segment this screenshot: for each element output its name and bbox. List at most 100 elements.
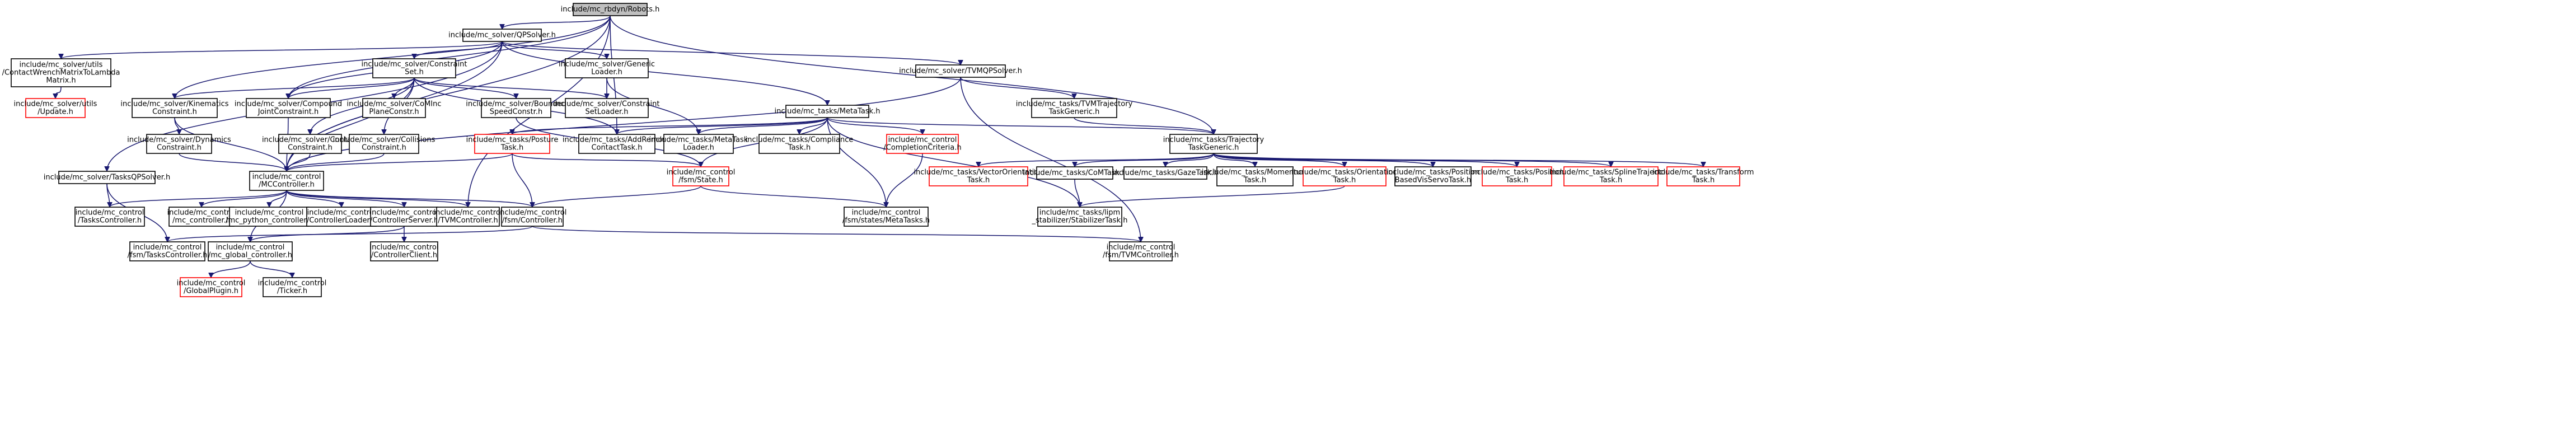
- node-box-ctrlserver[interactable]: [370, 207, 438, 227]
- node-box-splinetraj[interactable]: [1563, 166, 1659, 186]
- node-ctrlserver[interactable]: include/mc_control/ControllerServer.h: [370, 207, 439, 227]
- node-fsm_tasksctrl[interactable]: include/mc_control/fsm/TasksController.h: [128, 241, 208, 261]
- node-box-fsm_tasksctrl[interactable]: [129, 241, 205, 261]
- node-box-contactc[interactable]: [278, 134, 342, 154]
- node-box-posture[interactable]: [474, 134, 550, 154]
- node-box-taskscontroller[interactable]: [74, 207, 145, 227]
- node-box-kinematics[interactable]: [132, 98, 218, 118]
- node-compound[interactable]: include/mc_solver/CompoundJointConstrain…: [235, 98, 342, 118]
- node-box-robots[interactable]: [573, 3, 648, 16]
- node-mc_python[interactable]: include/mc_control/mc_python_controller.…: [226, 207, 313, 227]
- node-box-orientation[interactable]: [1303, 166, 1387, 186]
- node-box-csetloader[interactable]: [565, 98, 649, 118]
- node-box-ctrlloader[interactable]: [306, 207, 377, 227]
- node-fsmstate[interactable]: include/mc_control/fsm/State.h: [667, 166, 736, 186]
- node-comtask[interactable]: include/mc_tasks/CoMTask.h: [1023, 166, 1127, 180]
- node-box-compound[interactable]: [246, 98, 331, 118]
- node-box-tasksqp[interactable]: [58, 171, 156, 184]
- node-tvmtrajgeneric[interactable]: include/mc_tasks/TVMTrajectoryTaskGeneri…: [1016, 98, 1133, 118]
- node-tvmcontroller[interactable]: include/mc_control/TVMController.h: [434, 207, 503, 227]
- node-box-metatasks_state[interactable]: [844, 207, 929, 227]
- node-gaze[interactable]: include/mc_tasks/GazeTask.h: [1112, 166, 1219, 180]
- node-mccontroller[interactable]: include/mc_control/MCController.h: [249, 171, 324, 191]
- node-box-trajgeneric[interactable]: [1169, 134, 1258, 154]
- node-box-completion[interactable]: [886, 134, 959, 154]
- node-ctrlloader[interactable]: include/mc_control/ControllerLoader.h: [306, 207, 377, 227]
- node-mc_controller[interactable]: include/mc_control/mc_controller.h: [167, 207, 236, 227]
- node-box-fsmcontroller[interactable]: [501, 207, 564, 227]
- node-globalplugin[interactable]: include/mc_control/GlobalPlugin.h: [177, 277, 246, 297]
- node-box-metatask_loader[interactable]: [663, 134, 734, 154]
- node-box-update[interactable]: [25, 98, 86, 118]
- node-robots[interactable]: include/mc_rbdyn/Robots.h: [561, 3, 660, 16]
- node-fsmcontroller[interactable]: include/mc_control/fsm/Controller.h: [498, 207, 567, 227]
- node-box-collisions[interactable]: [349, 134, 419, 154]
- node-box-cwm[interactable]: [11, 58, 111, 87]
- node-box-comtask[interactable]: [1036, 166, 1113, 180]
- node-box-metatask[interactable]: [785, 105, 869, 118]
- node-box-mc_python[interactable]: [229, 207, 310, 227]
- node-box-mc_controller[interactable]: [168, 207, 235, 227]
- node-box-compliance[interactable]: [758, 134, 840, 154]
- node-box-transform[interactable]: [1666, 166, 1740, 186]
- node-box-posvisservo[interactable]: [1394, 166, 1472, 186]
- node-box-vecorient[interactable]: [929, 166, 1028, 186]
- node-cwm[interactable]: include/mc_solver/utils/ContactWrenchMat…: [2, 58, 120, 87]
- node-box-ticker[interactable]: [263, 277, 322, 297]
- node-taskscontroller[interactable]: include/mc_control/TasksController.h: [74, 207, 145, 227]
- node-box-dynamics[interactable]: [146, 134, 212, 154]
- node-box-bounded[interactable]: [481, 98, 551, 118]
- node-box-fsmstate[interactable]: [672, 166, 729, 186]
- node-box-mccontroller[interactable]: [249, 171, 324, 191]
- node-metatask[interactable]: include/mc_tasks/MetaTask.h: [774, 105, 880, 118]
- node-box-fsm_tvmctrl[interactable]: [1109, 241, 1173, 261]
- node-stabilizer[interactable]: include/mc_tasks/lipm_stabilizer/Stabili…: [1032, 207, 1128, 227]
- node-box-stabilizer[interactable]: [1037, 207, 1122, 227]
- node-ctrlclient[interactable]: include/mc_control/ControllerClient.h: [370, 241, 439, 261]
- node-box-position[interactable]: [1482, 166, 1552, 186]
- node-box-qpsolver[interactable]: [462, 29, 542, 42]
- node-box-ctrlclient[interactable]: [370, 241, 438, 261]
- node-box-globalplugin[interactable]: [180, 277, 242, 297]
- node-box-tvmqpsolver[interactable]: [915, 64, 1006, 78]
- node-update[interactable]: include/mc_solver/utils/Update.h: [14, 98, 97, 118]
- node-ticker[interactable]: include/mc_control/Ticker.h: [258, 277, 327, 297]
- node-tvmqpsolver[interactable]: include/mc_solver/TVMQPSolver.h: [899, 64, 1022, 78]
- node-box-comincl[interactable]: [362, 98, 426, 118]
- node-box-constraintset[interactable]: [372, 58, 456, 78]
- node-fsm_tvmctrl[interactable]: include/mc_control/fsm/TVMController.h: [1103, 241, 1179, 261]
- node-metatasks_state[interactable]: include/mc_control/fsm/states/MetaTasks.…: [842, 207, 930, 227]
- node-posvisservo[interactable]: include/mc_tasks/PositionBasedVisServoTa…: [1387, 166, 1480, 186]
- node-box-tvmcontroller[interactable]: [436, 207, 500, 227]
- node-completion[interactable]: include/mc_control/CompletionCriteria.h: [883, 134, 962, 154]
- node-box-gaze[interactable]: [1123, 166, 1207, 180]
- node-box-mc_global[interactable]: [208, 241, 293, 261]
- node-box-generic_loader[interactable]: [565, 58, 649, 78]
- node-mc_global[interactable]: include/mc_control/mc_global_controller.…: [208, 241, 293, 261]
- node-tasksqp[interactable]: include/mc_solver/TasksQPSolver.h: [44, 171, 170, 184]
- node-box-tvmtrajgeneric[interactable]: [1031, 98, 1117, 118]
- node-qpsolver[interactable]: include/mc_solver/QPSolver.h: [448, 29, 556, 42]
- node-box-addremove[interactable]: [578, 134, 655, 154]
- node-box-momentum[interactable]: [1216, 166, 1294, 186]
